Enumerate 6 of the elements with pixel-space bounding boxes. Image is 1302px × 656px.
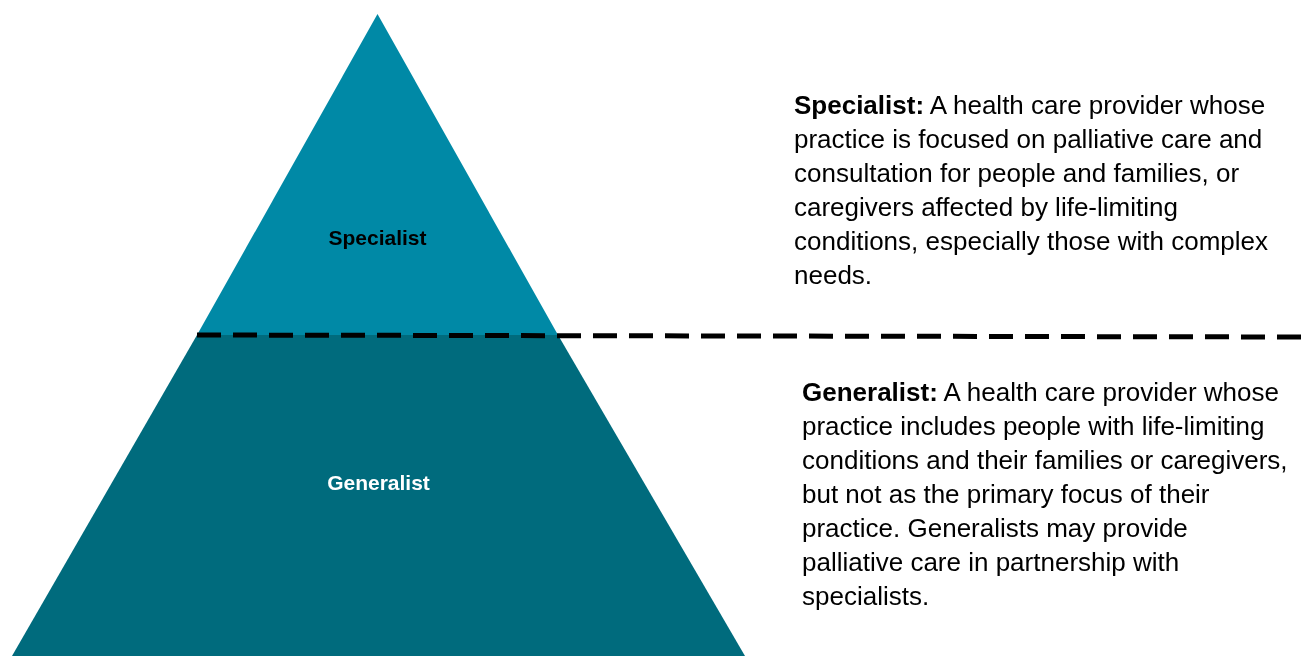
tier-label: Specialist [328,226,427,250]
definition-text: Generalist: A health care provider whose practice includes people with life-limiting conditions and their families or caregivers, but not as the primary focus of their practice. Generalists may provide palliative care in partnership with specialists. [802,376,1289,613]
pyramid-base-trapezoid [12,335,745,656]
definition-text: Specialist: A health care provider whose practice is focused on palliative care and consultation for people and families, or caregivers affected by life-limiting conditions, especially those with complex needs. [794,89,1270,292]
tier-label: Generalist [327,471,430,495]
pyramid-top-triangle [197,14,558,335]
